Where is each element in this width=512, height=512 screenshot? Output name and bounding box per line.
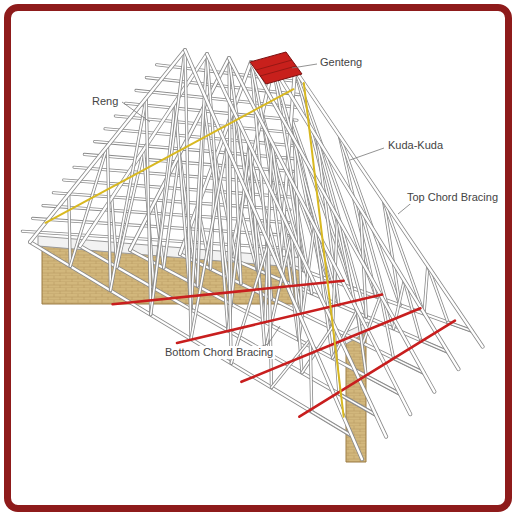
roof-tile	[256, 60, 296, 76]
web-member	[310, 340, 312, 412]
web-member	[424, 266, 428, 314]
web-member	[151, 50, 185, 315]
batten	[95, 142, 294, 159]
web-member	[108, 146, 111, 291]
top-chord	[30, 50, 185, 242]
web-member	[269, 243, 272, 388]
top-chord	[185, 50, 362, 459]
web-member	[69, 194, 71, 266]
leader-line	[292, 64, 317, 68]
batten	[95, 142, 294, 159]
web-member	[108, 146, 111, 291]
web-member	[151, 50, 185, 315]
web-member	[191, 147, 227, 340]
web-member	[272, 340, 311, 388]
part-label: Bottom Chord Bracing	[163, 346, 275, 359]
part-label: Kuda-Kuda	[386, 139, 445, 152]
top-chord	[30, 50, 185, 242]
web-member	[310, 340, 312, 412]
web-member	[424, 266, 428, 314]
web-member	[191, 147, 227, 340]
web-member	[146, 98, 151, 315]
top-chord-bracing	[304, 83, 344, 417]
web-member	[111, 98, 147, 291]
top-chord	[185, 50, 362, 459]
web-member	[272, 340, 311, 388]
top-chord-bracing	[46, 89, 294, 223]
bottom-chord-bracing	[113, 281, 344, 305]
web-member	[146, 98, 151, 315]
web-member	[111, 98, 147, 291]
leader-line	[350, 148, 384, 160]
part-label: Top Chord Bracing	[405, 191, 500, 204]
web-member	[69, 194, 71, 266]
bottom-chord-bracing	[299, 321, 455, 417]
part-label: Genteng	[318, 56, 364, 69]
web-member	[269, 243, 272, 388]
part-label: Reng	[90, 95, 120, 108]
leader-line	[122, 102, 150, 122]
